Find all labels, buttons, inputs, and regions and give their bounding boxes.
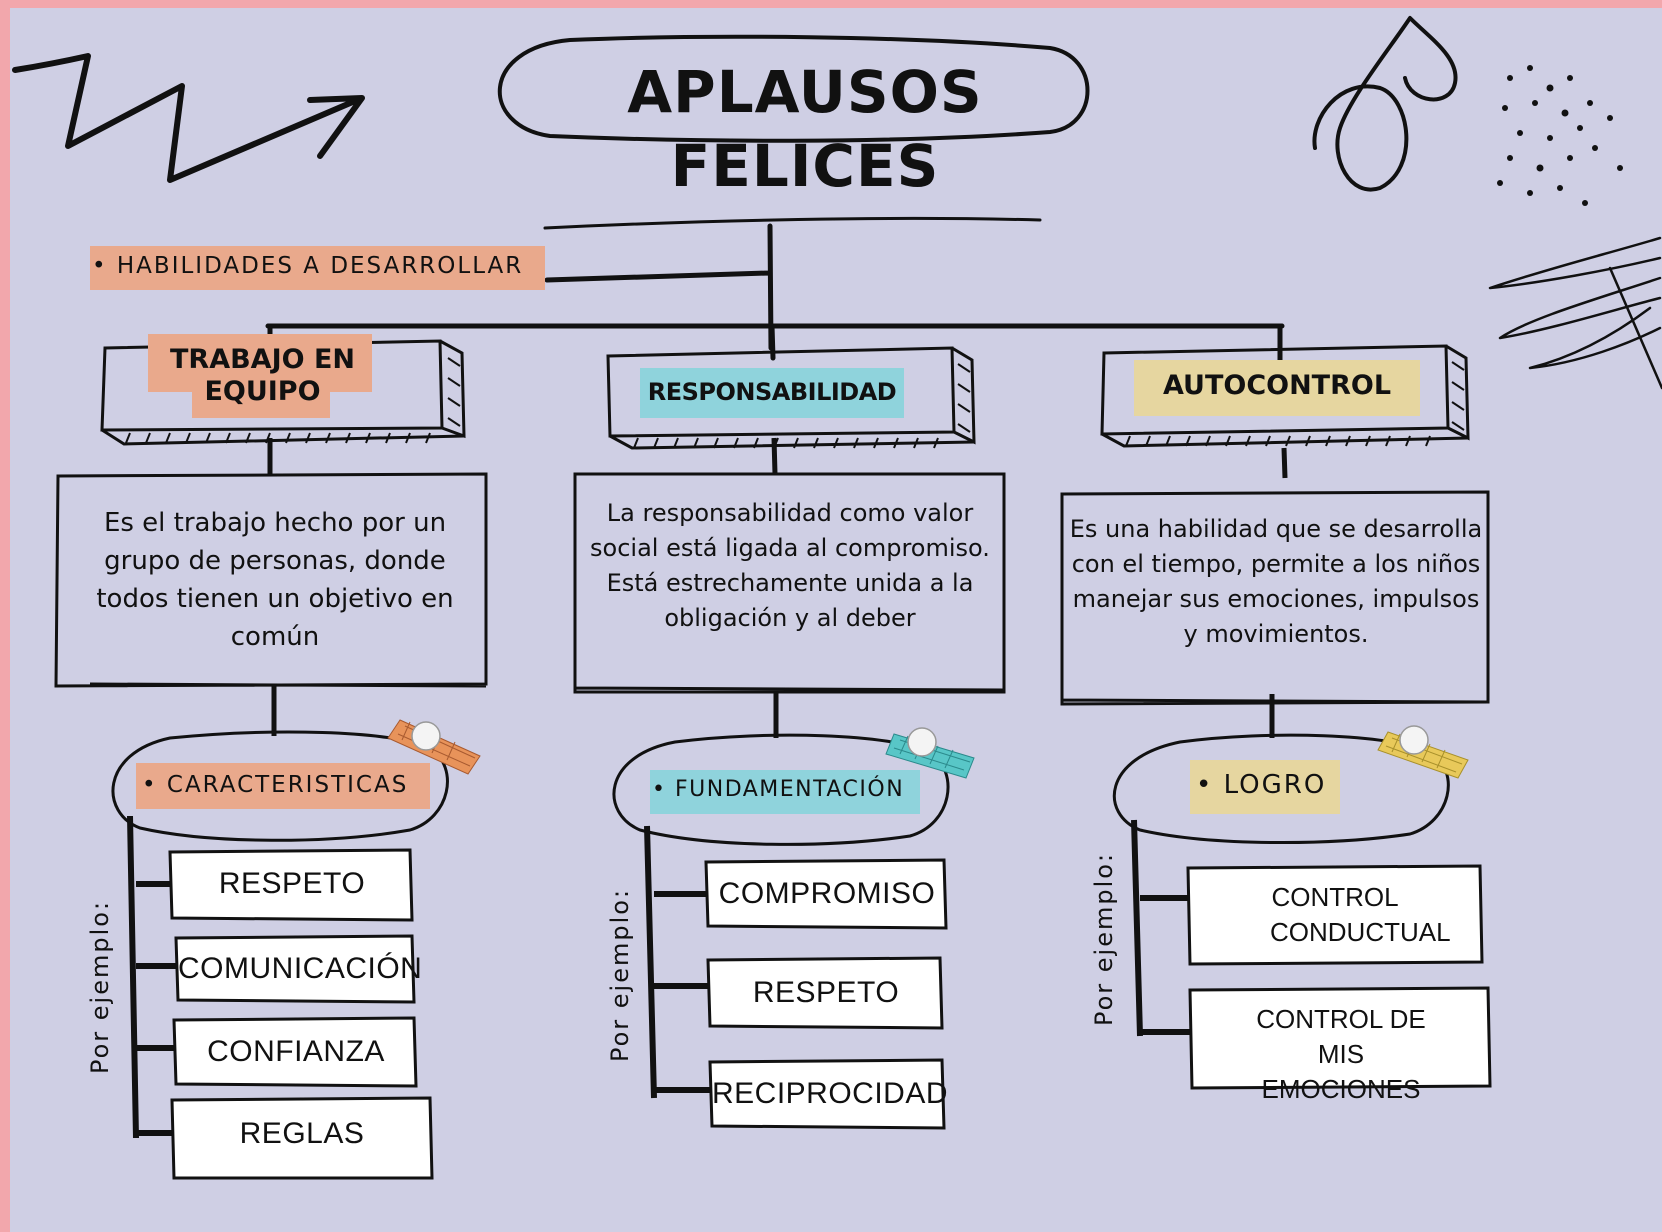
root-tag: • HABILIDADES A DESARROLLAR: [92, 253, 524, 279]
description-boxes: [54, 472, 1490, 706]
sub-ellipses: [111, 730, 1450, 846]
description-3: Es una habilidad que se desarrolla con e…: [1069, 515, 1483, 648]
heading-trabajo-en-equipo: TRABAJO EN EQUIPO: [169, 344, 356, 407]
example-boxes: [168, 848, 1492, 1180]
example-label-1: Por ejemplo:: [86, 899, 114, 1074]
tape-teal-icon: [885, 727, 975, 779]
heading-highlight-3: [1134, 360, 1420, 416]
example-item: RESPETO: [752, 976, 900, 1009]
sub-tag-1: • CARACTERISTICAS: [142, 772, 409, 798]
root-tag-highlight: [90, 246, 545, 290]
sub-tag-highlight-2: [650, 770, 920, 814]
description-2: La responsabilidad como valor social est…: [590, 499, 990, 632]
sub-tag-highlight-3: [1190, 760, 1340, 814]
example-item: COMPROMISO: [718, 877, 936, 910]
title-underline: [543, 216, 1042, 230]
tape-orange-icon: [387, 719, 481, 775]
example-label-2: Por ejemplo:: [606, 887, 634, 1062]
example-item: CONTROL DE MIS EMOCIONES: [1256, 1004, 1426, 1104]
sub-tag-1-label: CARACTERISTICAS: [166, 772, 409, 798]
heading-box-2: [606, 346, 976, 450]
example-label-3: Por ejemplo:: [1090, 851, 1118, 1026]
sub-tag-2: • FUNDAMENTACIÓN: [652, 777, 905, 802]
title-ellipse: [497, 34, 1090, 143]
swirl-icon: [1312, 16, 1458, 192]
sub-tag-highlight-1: [136, 763, 430, 809]
example-item: COMUNICACIÓN: [178, 952, 423, 985]
heading-highlight-2: [640, 368, 904, 418]
example-item: REGLAS: [239, 1117, 365, 1150]
sub-tag-3-label: LOGRO: [1223, 770, 1327, 800]
sub-tag-3: • LOGRO: [1196, 770, 1327, 800]
sub-tag-2-label: FUNDAMENTACIÓN: [674, 777, 905, 802]
example-item: RECIPROCIDAD: [712, 1077, 949, 1110]
title-line-1: APLAUSOS: [627, 58, 983, 126]
heading-highlight-1b: [192, 390, 330, 418]
example-item: CONFIANZA: [207, 1035, 385, 1068]
tape-yellow-icon: [1377, 725, 1469, 779]
zigzag-arrow-icon: [12, 53, 365, 183]
example-item: RESPETO: [218, 867, 366, 900]
root-tag-label: HABILIDADES A DESARROLLAR: [116, 253, 524, 279]
diagram-drawing: [12, 16, 1662, 1180]
heading-highlight-1: [148, 334, 372, 392]
heading-responsabilidad: RESPONSABILIDAD: [647, 378, 897, 406]
diagram-canvas: APLAUSOS FELICES • HABILIDADES A DESARRO…: [10, 8, 1662, 1232]
dots-decoration: [1497, 65, 1623, 206]
heading-box-3: [1100, 344, 1470, 448]
scribble-icon: [1488, 236, 1662, 390]
description-1: Es el trabajo hecho por un grupo de pers…: [96, 508, 454, 652]
heading-autocontrol: AUTOCONTROL: [1162, 370, 1392, 401]
example-item: CONTROL CONDUCTUAL: [1270, 882, 1451, 947]
title-line-2: FELICES: [670, 132, 940, 200]
